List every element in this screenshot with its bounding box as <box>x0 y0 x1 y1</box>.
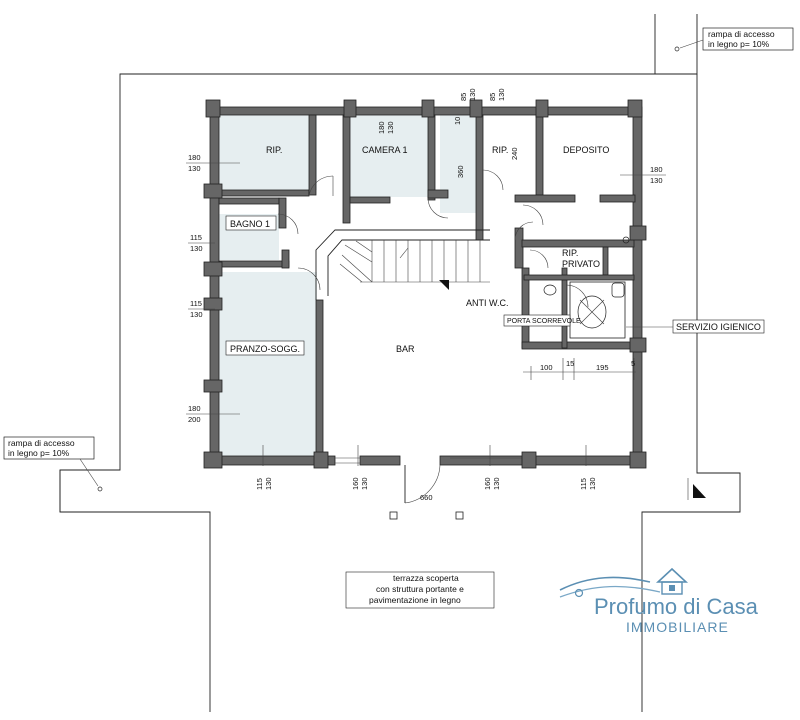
logo-sub: IMMOBILIARE <box>626 619 729 635</box>
room-porta-scorrevole: PORTA SCORREVOLE <box>507 318 581 325</box>
svg-text:115: 115 <box>190 299 202 308</box>
svg-text:10: 10 <box>453 117 462 125</box>
staircase <box>315 229 490 300</box>
terrace-line-2: con struttura portante e <box>376 584 464 594</box>
svg-text:130: 130 <box>497 88 506 101</box>
svg-text:130: 130 <box>264 477 273 490</box>
servizio-igienico-box: SERVIZIO IGIENICO <box>626 319 765 334</box>
room-bagno-box: BAGNO 1 <box>225 215 277 231</box>
svg-text:130: 130 <box>386 121 395 134</box>
svg-text:660: 660 <box>420 493 433 502</box>
ramp-left-line-1: rampa di accesso <box>8 438 75 448</box>
svg-text:130: 130 <box>492 477 501 490</box>
logo-name: Profumo di Casa <box>594 594 759 619</box>
svg-text:130: 130 <box>360 477 369 490</box>
room-deposito: DEPOSITO <box>563 145 609 155</box>
door-swings <box>277 169 589 520</box>
terrace-line-1: terrazza scoperta <box>393 573 459 583</box>
svg-text:360: 360 <box>456 165 465 178</box>
svg-text:200: 200 <box>188 415 201 424</box>
svg-text:160: 160 <box>351 477 360 490</box>
room-camera: CAMERA 1 <box>362 145 408 155</box>
svg-text:180: 180 <box>188 404 201 413</box>
room-bar: BAR <box>396 344 415 354</box>
ramp-right-line-2: in legno p= 10% <box>708 39 770 49</box>
ramp-right-line-1: rampa di accesso <box>708 29 775 39</box>
room-rip-mid: RIP. <box>492 145 508 155</box>
room-rip-left: RIP. <box>266 145 282 155</box>
svg-text:180: 180 <box>377 121 386 134</box>
terrace-line-3: pavimentazione in legno <box>369 595 461 605</box>
bathroom-fixtures <box>543 236 630 339</box>
svg-text:115: 115 <box>190 233 202 242</box>
svg-text:5: 5 <box>631 359 635 368</box>
svg-text:240: 240 <box>510 147 519 160</box>
logo-house-icon <box>559 567 689 598</box>
svg-text:160: 160 <box>483 477 492 490</box>
room-servizio-igienico: SERVIZIO IGIENICO <box>676 322 761 332</box>
svg-text:130: 130 <box>190 310 203 319</box>
terrace-label: terrazza scoperta con struttura portante… <box>345 571 495 609</box>
room-bagno: BAGNO 1 <box>230 219 270 229</box>
room-pranzo: PRANZO-SOGG. <box>230 344 300 354</box>
svg-text:85: 85 <box>459 93 468 101</box>
svg-text:180: 180 <box>650 165 663 174</box>
pranzo-box: PRANZO-SOGG. <box>225 340 305 356</box>
room-rip-privato-2: PRIVATO <box>562 259 600 269</box>
svg-text:130: 130 <box>588 477 597 490</box>
ramp-right-label: rampa di accesso in legno p= 10% <box>674 27 794 52</box>
svg-text:85: 85 <box>488 93 497 101</box>
walls <box>203 99 647 469</box>
room-anti-wc: ANTI W.C. <box>466 298 509 308</box>
svg-text:130: 130 <box>468 88 477 101</box>
svg-text:115: 115 <box>255 478 264 490</box>
svg-text:130: 130 <box>190 244 203 253</box>
svg-text:180: 180 <box>188 153 201 162</box>
room-rip-privato-1: RIP. <box>562 248 578 258</box>
svg-text:115: 115 <box>579 478 588 490</box>
porta-scorrevole-box: PORTA SCORREVOLE <box>503 314 581 327</box>
ramp-left-line-2: in legno p= 10% <box>8 448 70 458</box>
svg-text:195: 195 <box>596 363 609 372</box>
ramp-left-label: rampa di accesso in legno p= 10% <box>3 436 103 492</box>
svg-text:130: 130 <box>650 176 663 185</box>
dimension-labels: 180 130 115 130 115 130 180 200 180 130 … <box>186 88 666 502</box>
svg-text:130: 130 <box>188 164 201 173</box>
svg-text:15: 15 <box>566 359 574 368</box>
logo: Profumo di Casa IMMOBILIARE <box>559 567 759 635</box>
terrace-outline <box>59 14 741 712</box>
svg-text:100: 100 <box>540 363 553 372</box>
